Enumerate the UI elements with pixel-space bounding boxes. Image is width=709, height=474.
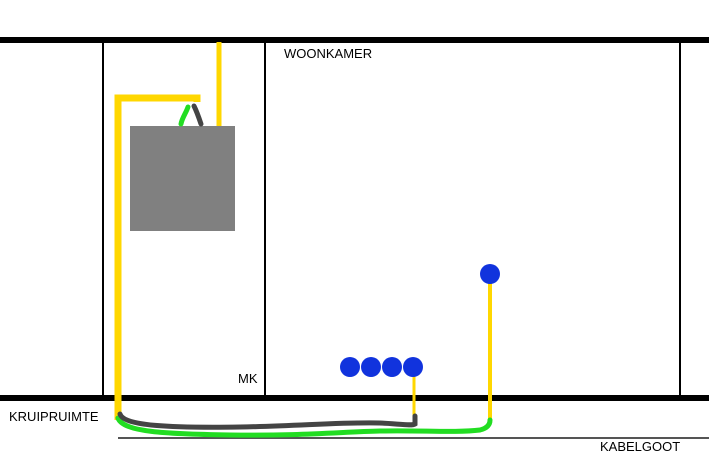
living-room-label: WOONKAMER bbox=[284, 46, 372, 61]
green-cable-crawlspace bbox=[115, 415, 493, 438]
socket-4 bbox=[403, 357, 423, 377]
socket-3 bbox=[382, 357, 402, 377]
dark-cable-box bbox=[191, 103, 204, 127]
dark-cable-crawlspace bbox=[117, 411, 418, 430]
meter-cabinet-label: MK bbox=[238, 371, 258, 386]
green-cable-box bbox=[178, 104, 191, 127]
socket-1 bbox=[340, 357, 360, 377]
main-pipe bbox=[114, 94, 201, 420]
socket-single bbox=[480, 264, 500, 284]
cable-tray-label: KABELGOOT bbox=[600, 439, 680, 454]
meter-box bbox=[130, 126, 235, 231]
socket-2 bbox=[361, 357, 381, 377]
crawl-space-label: KRUIPRUIMTE bbox=[9, 409, 99, 424]
